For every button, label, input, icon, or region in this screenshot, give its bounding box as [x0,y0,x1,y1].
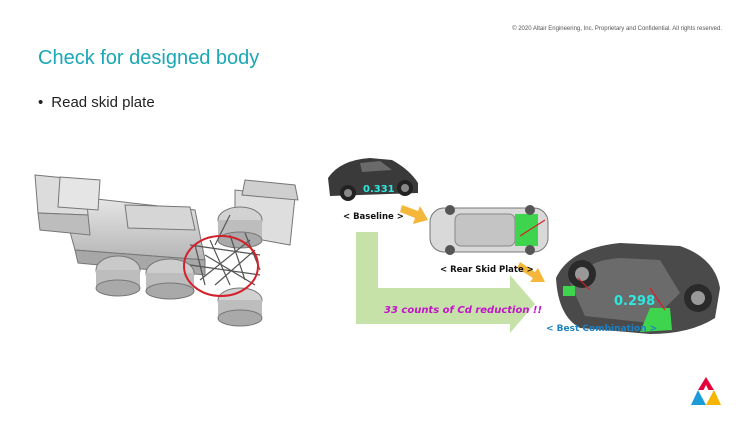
car-comparison-graphic [328,158,720,334]
company-logo-icon [691,377,721,405]
car-bottom-view [556,243,720,334]
bullet-item: • Read skid plate [38,94,155,111]
best-cd-value: 0.298 [614,294,656,309]
car-side-view [328,158,418,201]
best-combination-label: < Best Combination > [546,324,658,334]
car-top-view [429,205,549,255]
slide-title: Check for designed body [38,47,260,69]
yellow-arrow-2 [517,262,545,282]
copyright-notice: © 2020 Altair Engineering, Inc. Propriet… [512,26,722,32]
baseline-label: < Baseline > [343,212,404,222]
baseline-cd-value: 0.331 [363,184,395,195]
chassis-illustration [34,174,299,327]
cd-reduction-text: 33 counts of Cd reduction !! [384,305,543,316]
yellow-arrow-1 [400,205,428,224]
reduction-arrow [356,232,535,333]
rear-skid-plate-label: < Rear Skid Plate > [440,265,534,275]
bullet-dot: • [38,94,44,111]
bullet-text: Read skid plate [51,94,155,111]
